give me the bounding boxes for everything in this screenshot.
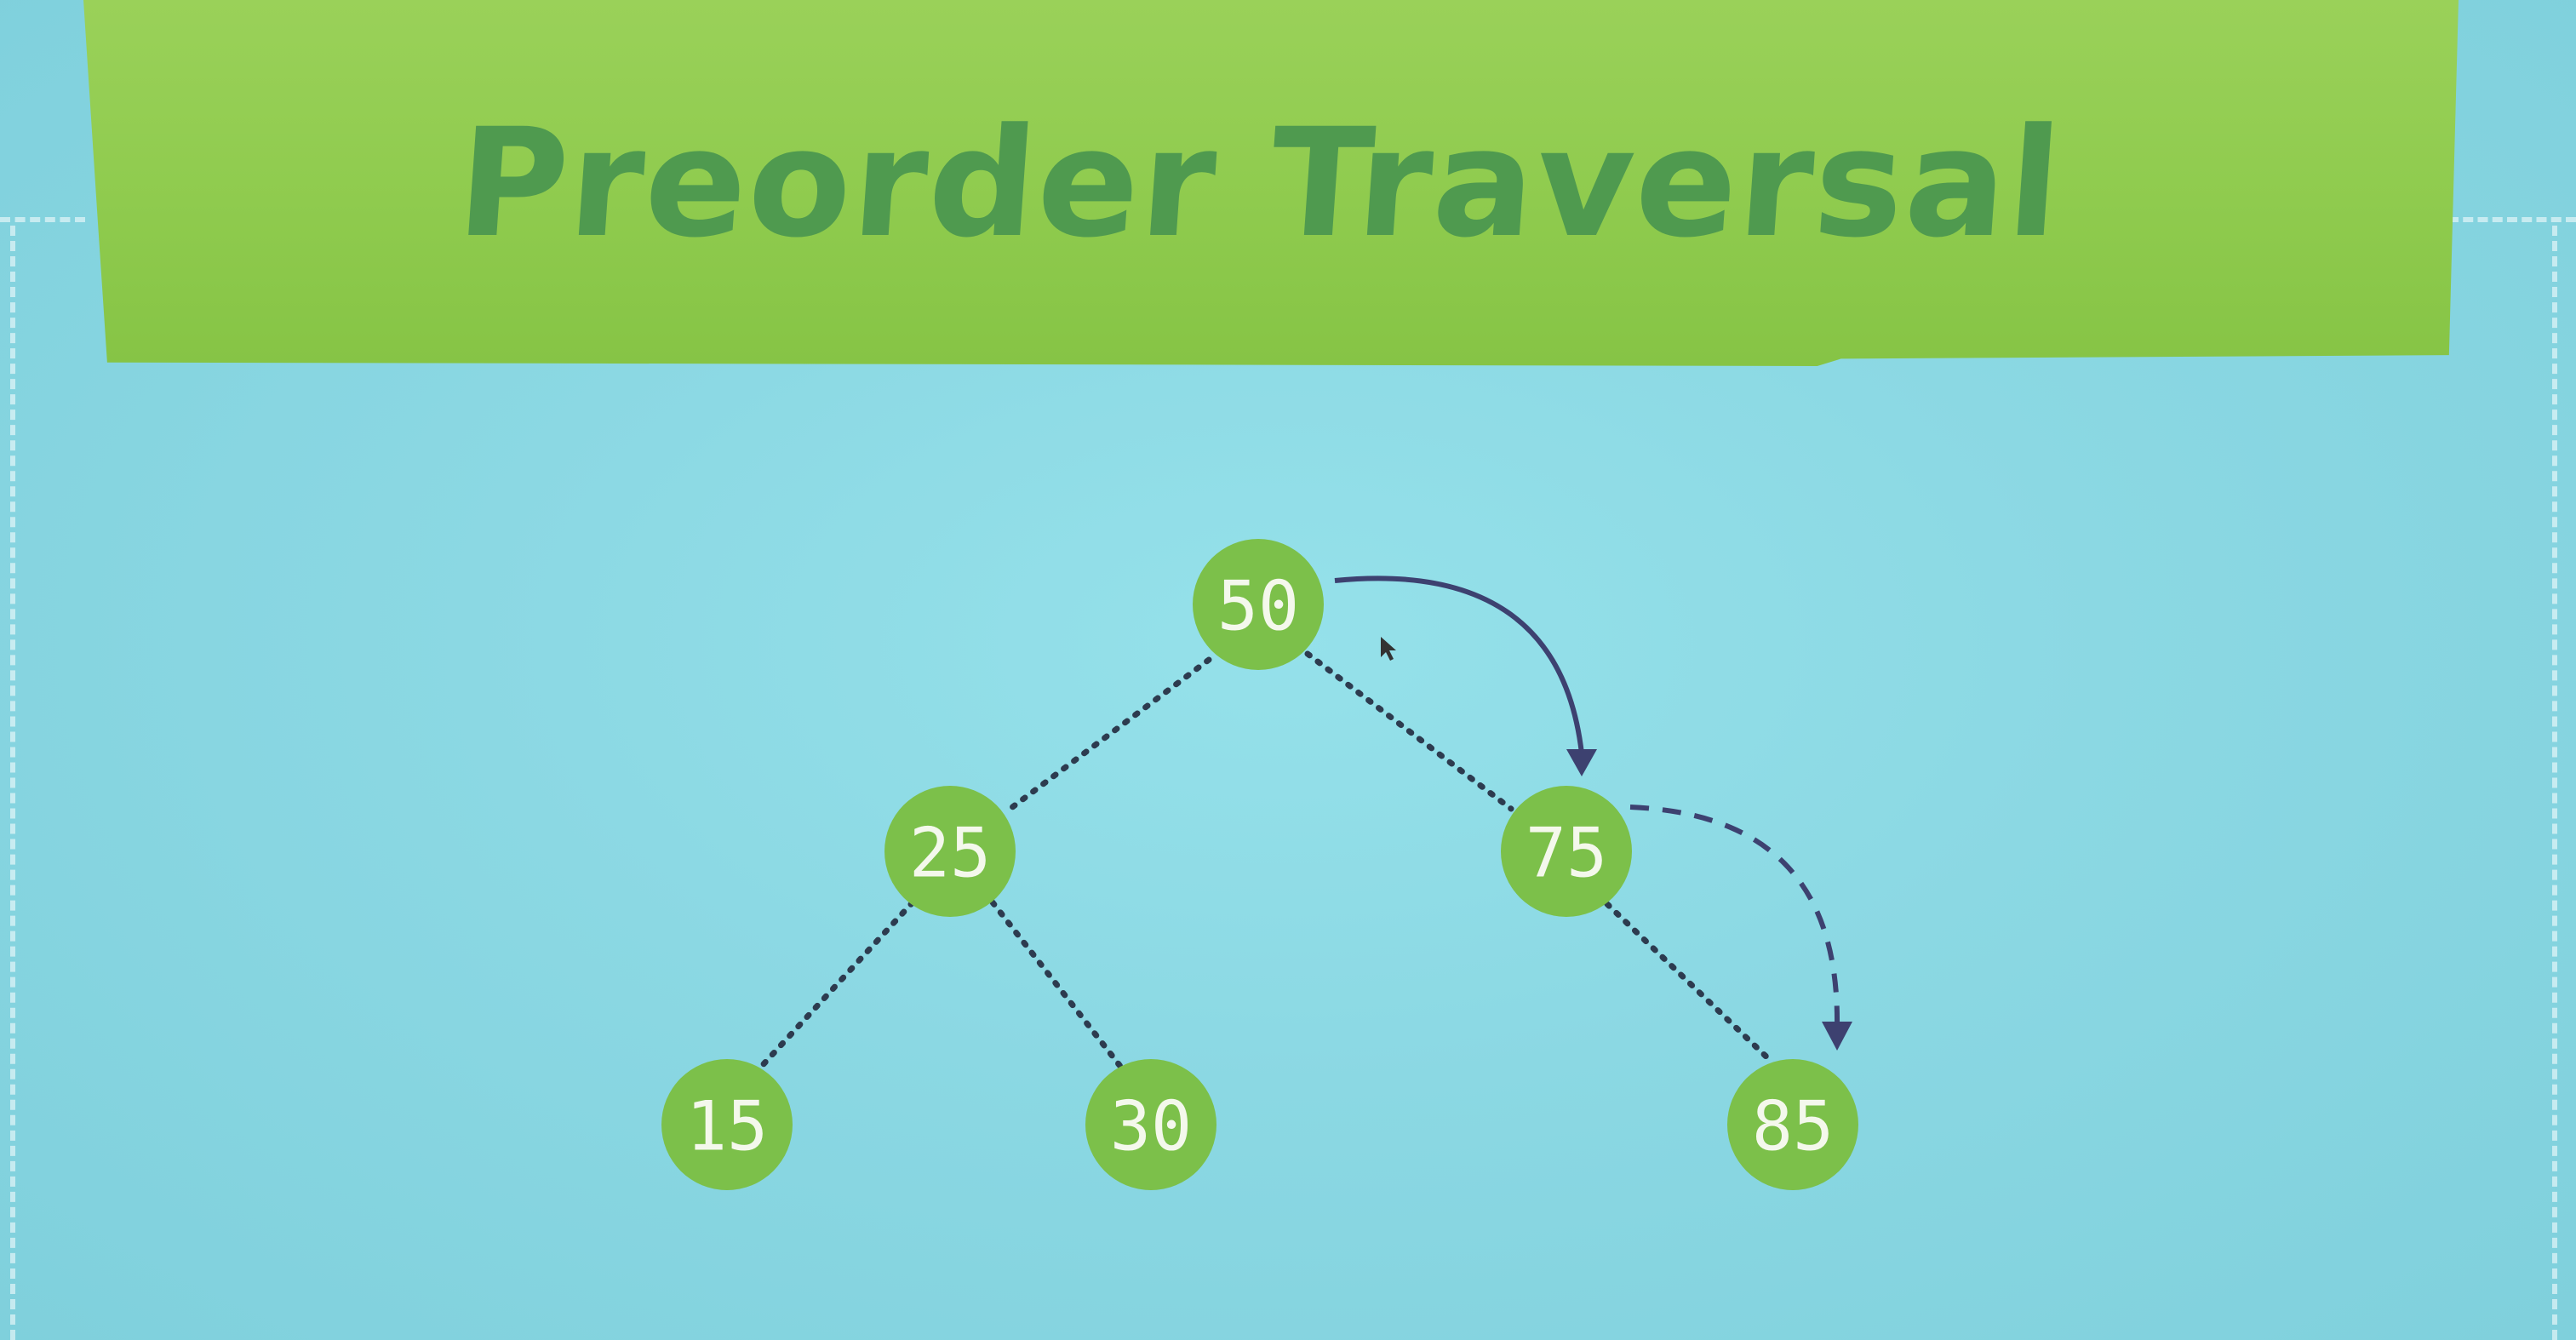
tree-node-75: 75	[1501, 786, 1632, 917]
arrow-head-75-85	[1822, 1022, 1852, 1051]
node-label-30: 30	[1110, 1087, 1192, 1166]
arrow-head-50-75	[1566, 749, 1597, 776]
tree-node-25: 25	[884, 786, 1016, 917]
tree-edge-75-85	[1604, 901, 1776, 1066]
tree-node-15: 15	[661, 1059, 793, 1190]
tree-node-50: 50	[1193, 539, 1324, 670]
frame-border-top-right	[2448, 217, 2576, 222]
traversal-arrow-75-85	[1629, 805, 1840, 1027]
tree-edge-50-25	[1001, 656, 1212, 816]
node-label-25: 25	[909, 814, 991, 893]
node-label-15: 15	[686, 1087, 768, 1166]
title-banner	[83, 0, 2459, 366]
tree-edge-50-75	[1304, 650, 1514, 812]
mouse-cursor-icon	[1381, 637, 1396, 661]
frame-border-right	[2552, 226, 2557, 1340]
node-label-85: 85	[1752, 1087, 1834, 1166]
tree-node-85: 85	[1727, 1059, 1858, 1190]
tree-edge-25-15	[758, 899, 916, 1069]
node-label-75: 75	[1526, 814, 1607, 893]
traversal-arrow-50-75	[1334, 576, 1584, 754]
frame-border-top-left	[0, 217, 85, 222]
node-label-50: 50	[1217, 567, 1299, 646]
tree-edge-25-30	[989, 899, 1125, 1072]
frame-border-left	[10, 226, 15, 1340]
tree-node-30: 30	[1085, 1059, 1216, 1190]
